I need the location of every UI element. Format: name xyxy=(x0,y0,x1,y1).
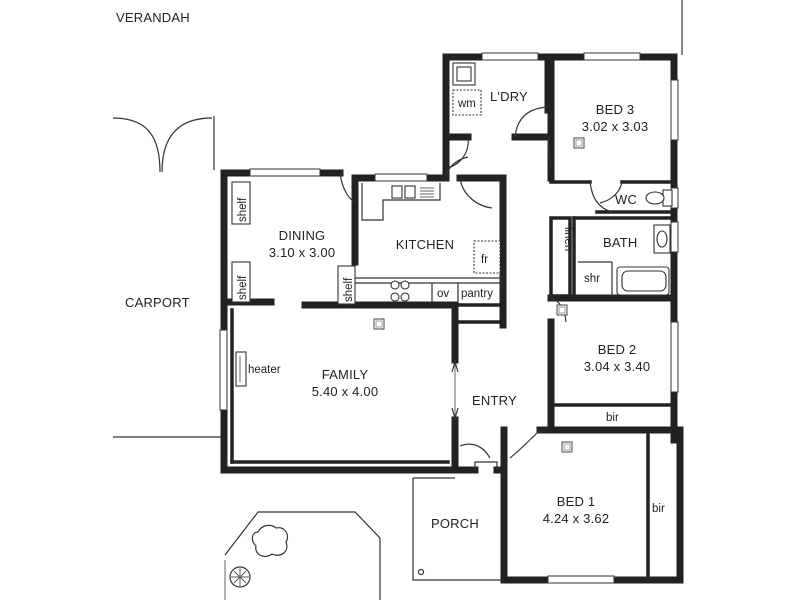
kitchen-label: KITCHEN xyxy=(396,237,454,252)
windows xyxy=(219,52,679,584)
carport-label: CARPORT xyxy=(125,295,190,310)
doors xyxy=(339,106,623,470)
verandah-label: VERANDAH xyxy=(116,10,190,25)
fixtures xyxy=(224,62,673,600)
linen-label: linen xyxy=(562,227,574,251)
family-label: FAMILY xyxy=(322,367,369,382)
labels: VERANDAH CARPORT L'DRY wm BED 3 3.02 x 3… xyxy=(116,10,665,531)
vents xyxy=(373,137,585,453)
dining-label: DINING xyxy=(279,228,326,243)
bed1-robe-label: bir xyxy=(652,503,665,515)
entry-label: ENTRY xyxy=(472,393,517,408)
fridge-label: fr xyxy=(481,254,488,266)
bed3-label: BED 3 xyxy=(596,102,635,117)
bed1-label: BED 1 xyxy=(557,494,596,509)
bed3-dims: 3.02 x 3.03 xyxy=(582,119,649,134)
shelf-label-3: shelf xyxy=(343,277,355,302)
bath-label: BATH xyxy=(603,235,638,250)
shr-label: shr xyxy=(584,273,600,285)
walls xyxy=(220,53,684,584)
pantry-label: pantry xyxy=(461,288,493,300)
bed2-label: BED 2 xyxy=(598,342,637,357)
site-lines xyxy=(112,0,683,438)
wc-label: WC xyxy=(615,192,637,207)
laundry-label: L'DRY xyxy=(490,89,528,104)
porch-label: PORCH xyxy=(431,516,479,531)
dining-dims: 3.10 x 3.00 xyxy=(269,245,336,260)
bed1-dims: 4.24 x 3.62 xyxy=(543,511,610,526)
bed2-dims: 3.04 x 3.40 xyxy=(584,359,651,374)
family-dims: 5.40 x 4.00 xyxy=(312,384,379,399)
bed2-robe-label: bir xyxy=(606,412,619,424)
shelf-label-1: shelf xyxy=(237,197,249,222)
shelf-label-2: shelf xyxy=(237,275,249,300)
heater-label: heater xyxy=(248,364,281,376)
wm-label: wm xyxy=(457,98,476,110)
oven-label: ov xyxy=(437,288,449,300)
